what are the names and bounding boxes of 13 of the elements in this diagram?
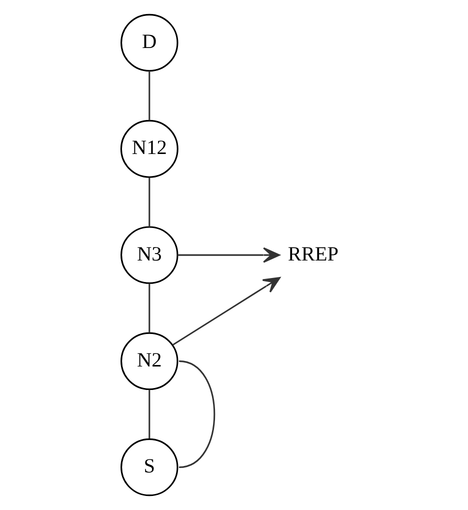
node-circle: N12 — [120, 120, 178, 178]
arrow — [172, 276, 280, 346]
node-circle: S — [120, 438, 178, 496]
node-text: RREP — [288, 243, 339, 266]
arrow — [178, 247, 280, 263]
node-circle: N3 — [120, 226, 178, 284]
connector — [148, 70, 150, 121]
connector — [148, 390, 150, 438]
node-circle: N2 — [120, 332, 178, 390]
connector — [148, 284, 150, 332]
connector — [148, 178, 150, 227]
node-circle: D — [120, 14, 178, 72]
connector — [178, 360, 216, 468]
